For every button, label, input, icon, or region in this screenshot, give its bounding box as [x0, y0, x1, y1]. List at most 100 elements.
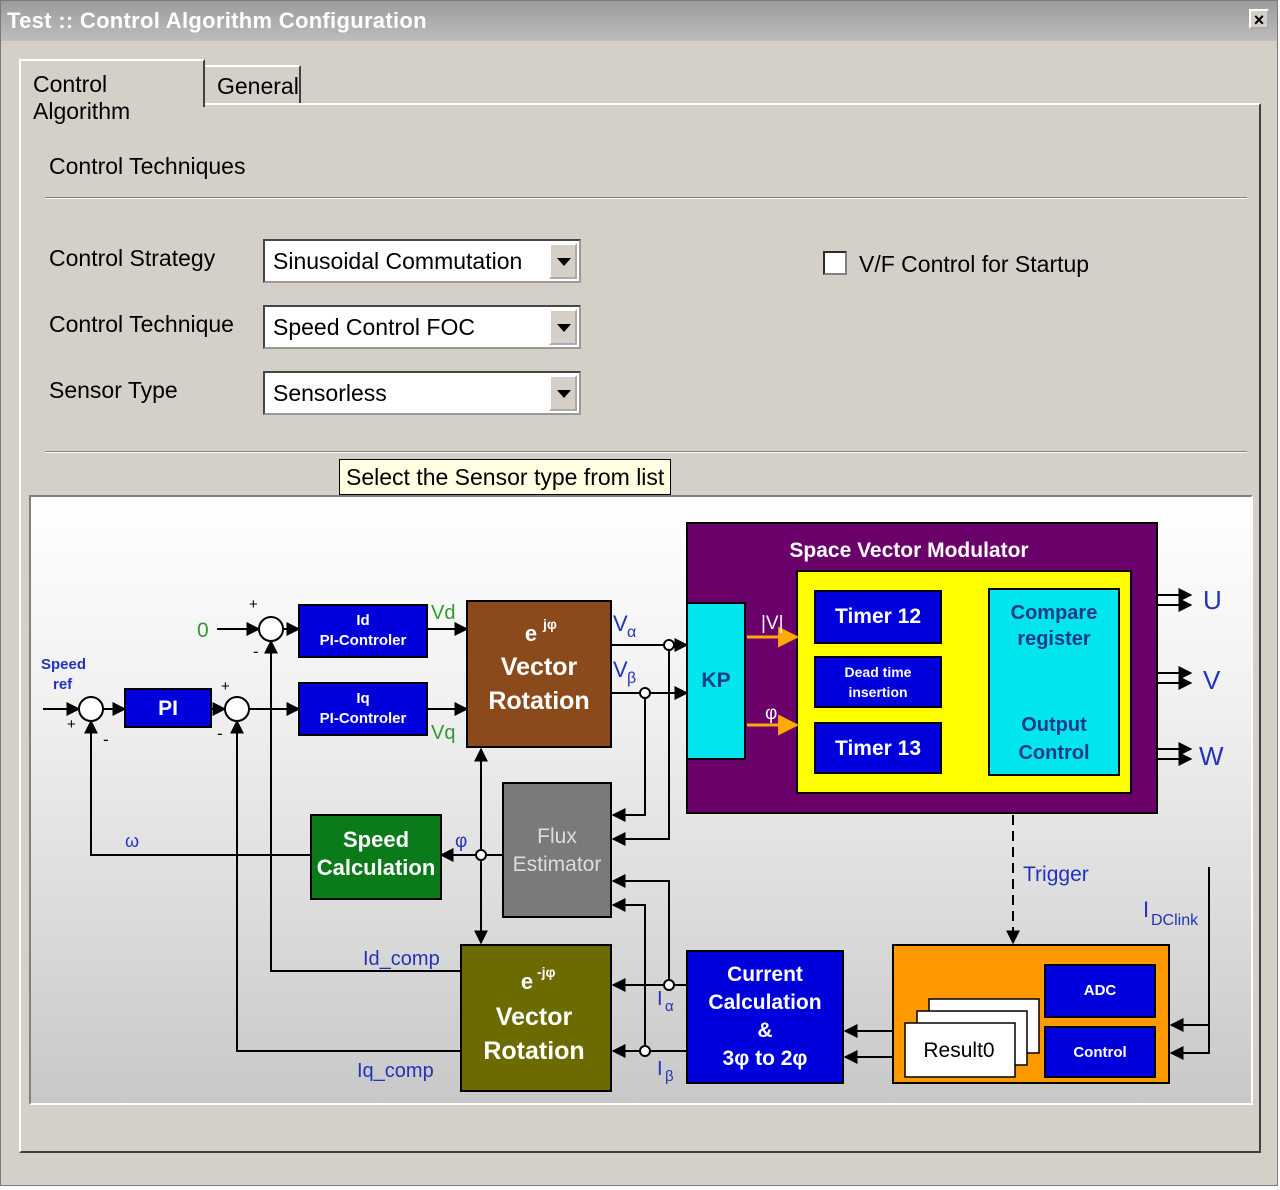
control-technique-value: Speed Control FOC: [273, 314, 475, 340]
dead-time-label: insertion: [848, 684, 907, 700]
inverse-vector-rotation-label: Vector: [496, 1003, 573, 1031]
dead-time-label: Dead time: [845, 664, 912, 680]
flux-estimator-label: Estimator: [513, 853, 602, 876]
dropdown-arrow-icon[interactable]: [549, 243, 577, 279]
control-technique-select[interactable]: Speed Control FOC: [263, 305, 581, 349]
vector-rotation-label: e: [525, 621, 537, 646]
kp-block: [686, 602, 746, 760]
output-control-label: Control: [1018, 742, 1089, 764]
branch-node: [639, 1045, 651, 1057]
mag-v-label: |V|: [761, 613, 784, 634]
i-alpha-label: α: [665, 998, 674, 1015]
current-calculation-label: Current: [727, 963, 803, 986]
section-title: Control Techniques: [49, 153, 246, 179]
speed-calculation-block: [310, 814, 442, 900]
vector-rotation-label: Vector: [501, 653, 578, 681]
timer12-block: [814, 590, 942, 644]
close-button[interactable]: ×: [1249, 9, 1269, 29]
iq-comp-label: Iq_comp: [357, 1060, 434, 1082]
id-pi-controller-label: PI-Controler: [320, 632, 407, 649]
signal-line: [611, 874, 670, 980]
vector-rotation-label: jφ: [542, 616, 557, 632]
vector-rotation-block: [466, 600, 612, 748]
sensor-type-value: Sensorless: [273, 380, 387, 406]
flux-estimator-label: Flux: [537, 825, 577, 848]
zero-label: 0: [197, 619, 209, 642]
vf-startup-label[interactable]: V/F Control for Startup: [859, 251, 1090, 277]
adc-block: [1044, 964, 1156, 1018]
tab-label: Control Algorithm: [33, 71, 131, 124]
current-calculation-block: [686, 950, 844, 1084]
foc-block-diagram: Space Vector Modulator Timer 12 Dead tim…: [29, 495, 1253, 1105]
tab-general[interactable]: General: [205, 65, 301, 103]
sensor-type-label: Sensor Type: [49, 377, 178, 403]
plus-sign: +: [249, 596, 258, 613]
sensor-type-select[interactable]: Sensorless: [263, 371, 581, 415]
timer12-label: Timer 12: [835, 605, 921, 628]
idclink-line: [1169, 867, 1210, 1060]
summing-junction: [78, 696, 104, 722]
inverse-vector-rotation-label: -jφ: [537, 964, 556, 980]
speed-calculation-label: Speed: [343, 827, 409, 852]
vd-label: Vd: [431, 602, 455, 624]
dead-time-block: [814, 656, 942, 708]
svm-title: Space Vector Modulator: [789, 539, 1028, 562]
current-calculation-label: 3φ to 2φ: [723, 1047, 808, 1070]
inverse-vector-rotation-label: Rotation: [483, 1037, 584, 1065]
id-comp-label: Id_comp: [363, 948, 440, 970]
summing-junction: [258, 616, 284, 642]
window-title: Test :: Control Algorithm Configuration: [7, 8, 427, 33]
branch-node: [475, 849, 487, 861]
dropdown-arrow-icon[interactable]: [549, 309, 577, 345]
id-feedback-line: [264, 639, 461, 972]
v-alpha-label: α: [627, 624, 636, 641]
pi-block: [124, 688, 212, 728]
idclink-label: I: [1143, 897, 1149, 922]
output-u-label: U: [1203, 585, 1222, 615]
iq-pi-controller-block: [298, 682, 428, 736]
output-control-label: Output: [1021, 714, 1087, 736]
i-alpha-label: I: [657, 988, 663, 1010]
id-pi-controller-block: [298, 604, 428, 658]
speed-ref-label: Speed: [41, 656, 86, 673]
v-beta-label: β: [627, 670, 636, 687]
tab-control-algorithm[interactable]: Control Algorithm: [19, 59, 205, 124]
compare-output-block: [988, 588, 1120, 776]
plus-sign: +: [67, 716, 76, 733]
vector-rotation-label: Rotation: [488, 687, 589, 715]
plus-sign: +: [221, 678, 230, 695]
signal-line: [611, 650, 670, 846]
control-strategy-select[interactable]: Sinusoidal Commutation: [263, 239, 581, 283]
adc-control-block: [1044, 1026, 1156, 1078]
output-w-label: W: [1199, 741, 1224, 771]
minus-sign: -: [253, 642, 259, 661]
i-beta-label: β: [665, 1068, 674, 1085]
current-calculation-label: &: [757, 1019, 772, 1042]
vq-label: Vq: [431, 722, 455, 744]
kp-label: KP: [701, 669, 730, 692]
current-calculation-label: Calculation: [708, 991, 821, 1014]
idclink-label: DClink: [1151, 912, 1199, 929]
iq-feedback-line: [230, 719, 461, 1052]
compare-label: Compare: [1011, 602, 1098, 624]
divider: [45, 197, 1247, 199]
iq-pi-controller-label: Iq: [356, 690, 369, 707]
iq-pi-controller-label: PI-Controler: [320, 710, 407, 727]
result-card: [904, 1022, 1016, 1078]
timer13-block: [814, 722, 942, 774]
dropdown-arrow-icon[interactable]: [549, 375, 577, 411]
control-strategy-label: Control Strategy: [49, 245, 216, 271]
trigger-label: Trigger: [1023, 863, 1089, 886]
id-pi-controller-label: Id: [356, 612, 369, 629]
output-v-label: V: [1203, 665, 1221, 695]
divider: [45, 451, 1247, 453]
vf-startup-checkbox[interactable]: [823, 251, 847, 275]
v-beta-label: V: [613, 657, 628, 682]
summing-junction: [224, 696, 250, 722]
inverse-vector-rotation-label: e: [521, 969, 533, 994]
signal-line: [611, 898, 646, 1046]
v-alpha-label: V: [613, 611, 628, 636]
branch-node: [663, 639, 675, 651]
minus-sign: -: [103, 730, 109, 749]
title-bar[interactable]: Test :: Control Algorithm Configuration …: [1, 1, 1277, 41]
